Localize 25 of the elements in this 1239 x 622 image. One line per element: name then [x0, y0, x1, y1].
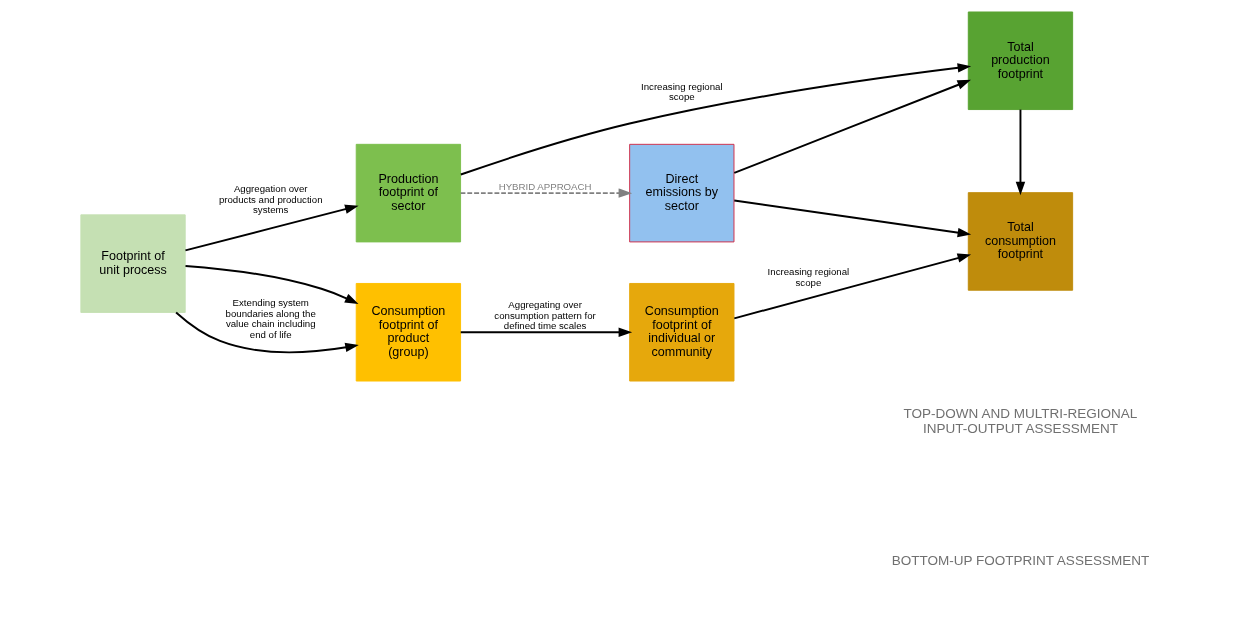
- arrow: [184, 264, 359, 304]
- node-box: Consumption footprint of product (group): [355, 282, 462, 382]
- arrow: [733, 79, 971, 174]
- edge-label: Extending system boundaries along the value chain including end of life: [225, 297, 316, 341]
- node-box: Direct emissions by sector: [629, 143, 735, 243]
- arrow: [175, 311, 359, 354]
- edge-label: Increasing regional scope: [641, 80, 723, 103]
- node-box: Production footprint of sector: [355, 143, 462, 243]
- arrow: [459, 188, 633, 198]
- edge-label: Increasing regional scope: [767, 266, 850, 288]
- label: BOTTOM-UP FOOTPRINT ASSESSMENT: [891, 552, 1150, 568]
- node-box: Consumption footprint of individual or community: [629, 282, 735, 382]
- arrow: [184, 204, 359, 252]
- arrow: [459, 327, 633, 337]
- arrow: [459, 63, 972, 176]
- edge-label: HYBRID APPROACH: [498, 181, 592, 193]
- arrow: [733, 253, 972, 320]
- arrow: [1015, 108, 1026, 196]
- node-box: Total production footprint: [967, 11, 1074, 111]
- edge-label: Aggregating over consumption pattern for defined time scales: [494, 299, 596, 332]
- label: TOP-DOWN AND MULTRI-REGIONAL INPUT-OUTPUT ASSESSMENT: [903, 406, 1138, 436]
- arrow: [733, 199, 972, 238]
- node-box: Total consumption footprint: [967, 192, 1074, 291]
- edge-label: Aggregation over products and production systems: [218, 183, 323, 216]
- node-box: Footprint of unit process: [80, 214, 186, 313]
